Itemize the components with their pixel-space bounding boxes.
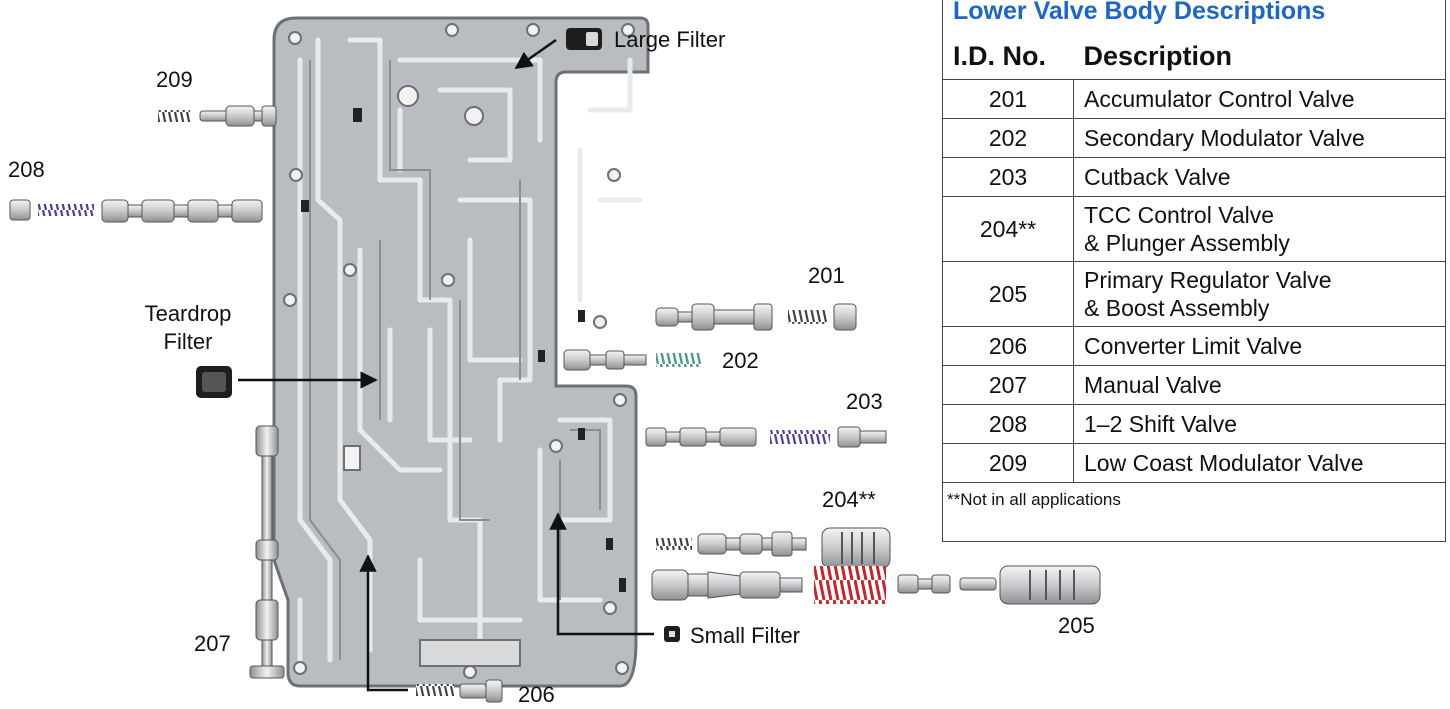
row-description: Cutback Valve: [1073, 157, 1445, 197]
row-description: Secondary Modulator Valve: [1073, 118, 1445, 158]
row-id: 203: [943, 157, 1074, 197]
valve-204-assembly: [656, 527, 891, 569]
small-filter-label: Small Filter: [690, 623, 801, 648]
teardrop-filter-label-line2: Filter: [163, 329, 213, 354]
row-id: 201: [943, 79, 1074, 119]
valve-208-assembly: [9, 199, 263, 223]
valve-205-assembly: [651, 565, 1101, 605]
row-id: 204**: [943, 196, 1074, 262]
table-row: 205 Primary Regulator Valve & Boost Asse…: [943, 261, 1445, 327]
valve-202-assembly: [563, 349, 702, 371]
table-title-bar: Lower Valve Body Descriptions: [943, 0, 1445, 29]
row-id: 205: [943, 261, 1074, 327]
row-id: 202: [943, 118, 1074, 158]
teardrop-filter-icon: [196, 366, 232, 398]
valve-206-assembly: [416, 679, 503, 703]
id-label-203: 203: [846, 389, 883, 414]
row-description: Low Coast Modulator Valve: [1073, 443, 1445, 483]
table-footnote-row: **Not in all applications: [943, 482, 1445, 517]
row-description: Manual Valve: [1073, 365, 1445, 405]
large-filter-icon: [566, 28, 602, 50]
row-description: Accumulator Control Valve: [1073, 79, 1445, 119]
large-filter-label: Large Filter: [614, 27, 726, 52]
row-description-line2: & Boost Assembly: [1084, 295, 1270, 321]
row-id: 207: [943, 365, 1074, 405]
table-row: 206 Converter Limit Valve: [943, 326, 1445, 366]
id-label-206: 206: [518, 682, 555, 707]
id-label-207: 207: [194, 631, 231, 656]
id-label-205: 205: [1058, 613, 1095, 638]
valve-209-assembly: [158, 105, 277, 127]
header-id: I.D. No.: [943, 33, 1074, 80]
row-id: 209: [943, 443, 1074, 483]
table-row: 204** TCC Control Valve & Plunger Assemb…: [943, 196, 1445, 262]
table-row: 202 Secondary Modulator Valve: [943, 118, 1445, 158]
table-row: 203 Cutback Valve: [943, 157, 1445, 197]
row-description-cell: TCC Control Valve & Plunger Assembly: [1073, 196, 1445, 262]
row-description: 1–2 Shift Valve: [1073, 404, 1445, 444]
table-row: 201 Accumulator Control Valve: [943, 79, 1445, 119]
descriptions-table: I.D. No. Description 201 Accumulator Con…: [943, 33, 1445, 517]
small-filter-icon: [664, 626, 680, 642]
row-description: Primary Regulator Valve: [1084, 267, 1332, 293]
table-header-row: I.D. No. Description: [943, 33, 1445, 80]
id-label-204: 204**: [822, 487, 876, 512]
header-description: Description: [1073, 33, 1445, 80]
leader-arrows: [238, 38, 654, 692]
table-row: 207 Manual Valve: [943, 365, 1445, 405]
row-description: Converter Limit Valve: [1073, 326, 1445, 366]
id-label-201: 201: [808, 263, 845, 288]
valve-body-plate: [272, 16, 650, 688]
valve-203-assembly: [645, 426, 887, 448]
teardrop-filter-label-line1: Teardrop: [144, 301, 232, 326]
row-description: TCC Control Valve: [1084, 202, 1275, 228]
table-title: Lower Valve Body Descriptions: [953, 0, 1326, 25]
valve-201-assembly: [655, 303, 857, 331]
row-description-cell: Primary Regulator Valve & Boost Assembly: [1073, 261, 1445, 327]
valve-207-manual: [249, 425, 285, 679]
table-row: 209 Low Coast Modulator Valve: [943, 443, 1445, 483]
id-label-208: 208: [8, 157, 45, 182]
row-id: 208: [943, 404, 1074, 444]
table-row: 208 1–2 Shift Valve: [943, 404, 1445, 444]
row-description-line2: & Plunger Assembly: [1084, 230, 1290, 256]
row-id: 206: [943, 326, 1074, 366]
table-footnote: **Not in all applications: [943, 482, 1445, 517]
id-label-209: 209: [156, 67, 193, 92]
id-label-202: 202: [722, 348, 759, 373]
descriptions-table-panel: Lower Valve Body Descriptions I.D. No. D…: [942, 0, 1446, 542]
